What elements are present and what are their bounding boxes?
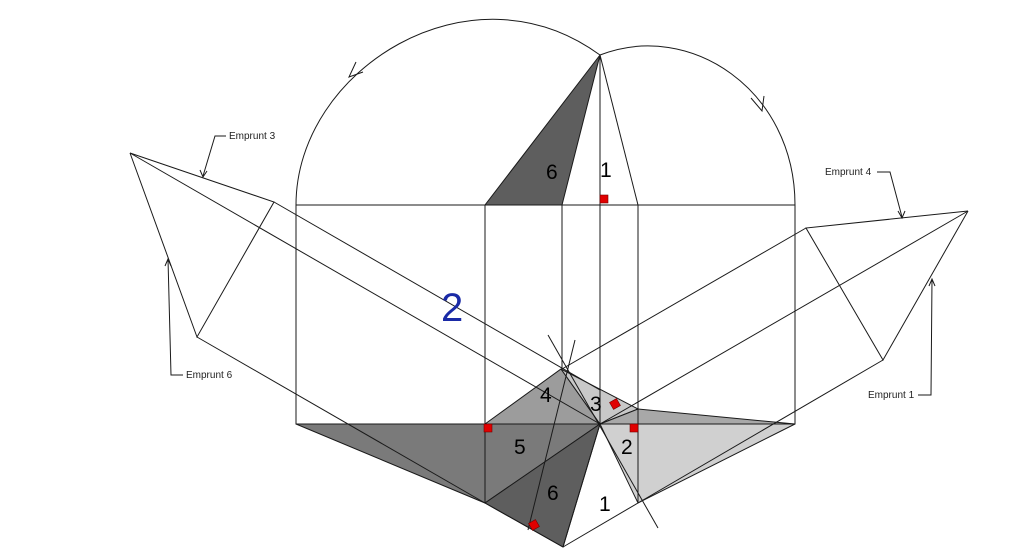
diagonal-axis-2 [527, 339, 576, 531]
callout-emprunt-3-arrow [199, 169, 208, 179]
arc-left [295, 18, 601, 206]
callout-emprunt-3: Emprunt 3 [229, 131, 276, 142]
callout-emprunt-1-leader [918, 278, 933, 396]
left-wing-long-edge-1 [129, 152, 601, 425]
right-wing-outline [805, 210, 969, 362]
callout-emprunt-1-arrow [928, 277, 936, 287]
right-wing-top-edge [561, 227, 807, 370]
bottom-line-a [562, 502, 639, 548]
diagonal-axis [547, 334, 659, 529]
label-bottom-6: 6 [547, 482, 559, 505]
arc-left-arrow [348, 61, 364, 78]
callout-emprunt-4-arrow [897, 210, 906, 220]
right-wing-long-edge-2 [637, 359, 884, 504]
right-angle-marker-3 [609, 398, 621, 410]
right-angle-marker-top [599, 194, 609, 204]
step-number: 2 [441, 286, 463, 330]
arc-right [599, 45, 796, 206]
arc-right-arrow [750, 95, 765, 113]
callout-emprunt-1: Emprunt 1 [868, 390, 915, 401]
label-bottom-4: 4 [540, 384, 552, 407]
bottom-line-b [562, 423, 601, 548]
label-bottom-3: 3 [590, 393, 602, 416]
callout-emprunt-4-leader [877, 171, 903, 218]
face-top-6 [483, 54, 601, 206]
label-bottom-1: 1 [599, 493, 611, 516]
bottom-line-c [484, 502, 564, 548]
left-wing-outline [129, 152, 275, 339]
label-bottom-5: 5 [514, 436, 526, 459]
right-wing-long-edge-1 [599, 210, 969, 425]
callout-emprunt-6-arrow [164, 257, 172, 267]
label-top-6: 6 [546, 161, 558, 184]
left-wing-long-edge-2 [196, 336, 486, 504]
right-angle-marker-2 [629, 423, 639, 433]
callout-emprunt-4: Emprunt 4 [825, 167, 872, 178]
callout-emprunt-6: Emprunt 6 [186, 370, 233, 381]
label-bottom-2: 2 [621, 436, 633, 459]
callout-emprunt-6-leader [167, 258, 183, 376]
left-wing-top-edge [273, 201, 601, 391]
right-angle-marker-4 [483, 423, 493, 433]
top-triangle-right-edge [599, 54, 639, 206]
label-top-1: 1 [600, 159, 612, 182]
main-rectangle [295, 204, 796, 425]
callout-emprunt-3-leader [202, 135, 226, 177]
right-angle-marker-6 [528, 519, 540, 531]
